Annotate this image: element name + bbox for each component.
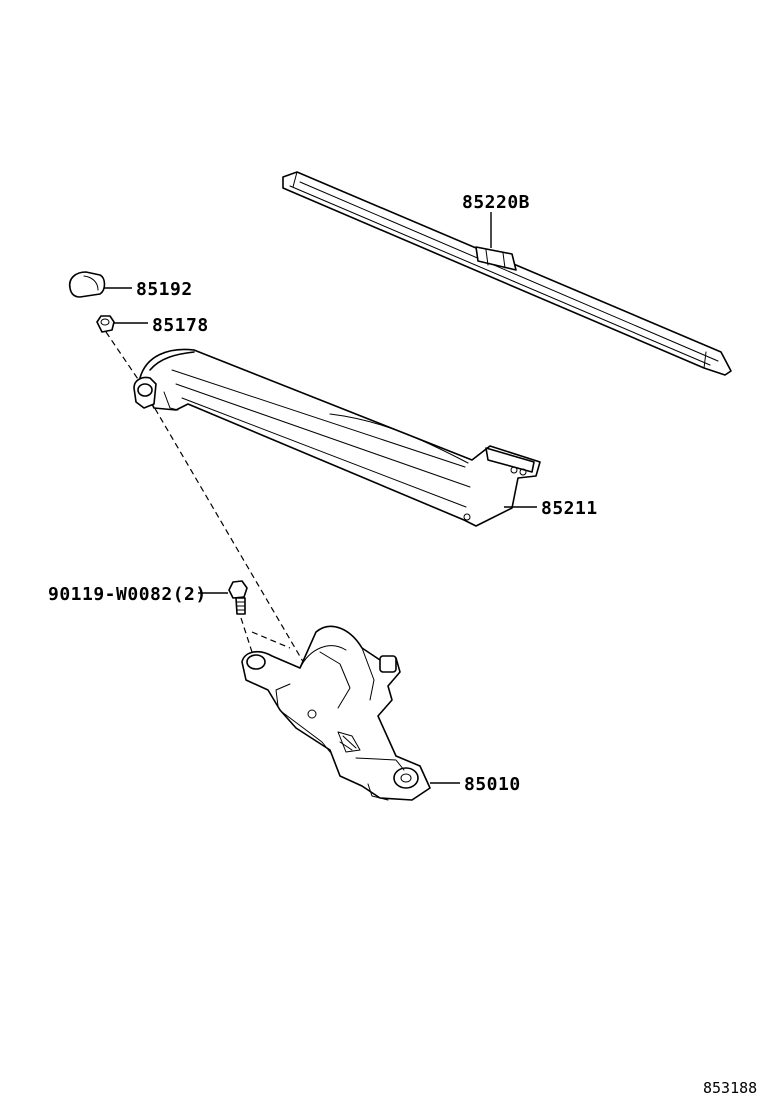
diagram-id: 853188 [703, 1079, 757, 1097]
arm-nut-drawing[interactable] [96, 315, 115, 333]
wiper-blade-drawing[interactable] [282, 171, 732, 376]
label-90119-W0082[interactable]: 90119-W0082(2) [48, 584, 228, 605]
assembly-line [105, 331, 306, 666]
wiper-arm-drawing[interactable] [133, 348, 541, 527]
label-85178[interactable]: 85178 [114, 315, 209, 336]
part-number-90119-W0082: 90119-W0082(2) [48, 584, 207, 605]
label-85220B[interactable]: 85220B [462, 192, 530, 248]
part-number-85010: 85010 [464, 774, 521, 795]
part-number-85178: 85178 [152, 315, 209, 336]
part-number-85192: 85192 [136, 279, 193, 300]
wiper-motor-drawing[interactable] [241, 625, 431, 801]
label-85010[interactable]: 85010 [430, 774, 521, 795]
label-85192[interactable]: 85192 [104, 279, 193, 300]
arm-cap-drawing[interactable] [68, 271, 106, 298]
bolt-assembly-line [240, 617, 291, 653]
label-85211[interactable]: 85211 [504, 498, 598, 519]
part-number-85220B: 85220B [462, 192, 530, 213]
mount-bolt-drawing[interactable] [228, 580, 248, 615]
part-number-85211: 85211 [541, 498, 598, 519]
